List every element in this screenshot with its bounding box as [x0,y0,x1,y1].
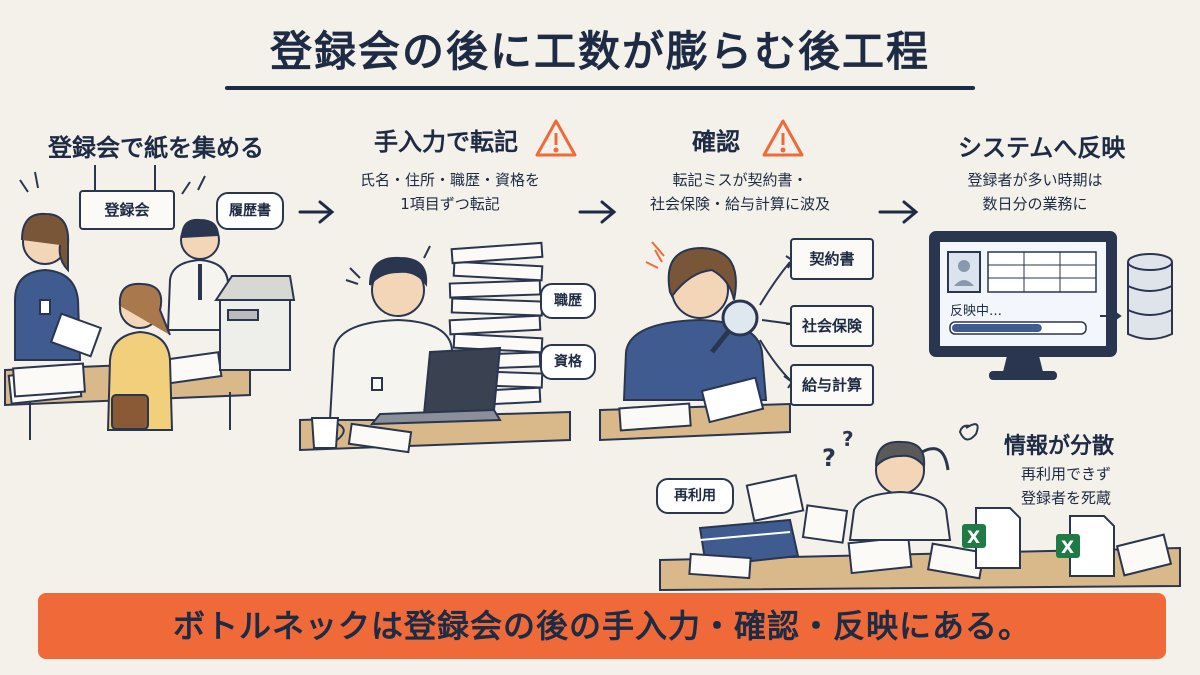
step-4-title: システムへ反映 [958,134,1126,162]
check-scene [599,241,794,442]
warning-icon [535,119,577,157]
data-entry-scene [299,241,571,454]
svg-text:?: ? [822,444,836,472]
scatter-scene: X X ? ? [659,423,1181,592]
resume-bubble: 履歴書 [216,192,284,230]
step-4-desc-line-2: 数日分の業務に [982,195,1088,213]
registration-sign: 登録会 [79,190,175,230]
reuse-bubble: 再利用 [656,478,734,514]
step-1-title: 登録会で紙を集める [48,134,264,162]
step-3-desc-line-2: 社会保険・給与計算に波及 [649,195,830,213]
step-3-title: 確認 [692,128,740,156]
step-4-desc-line-1: 登録者が多い時期は [967,171,1103,189]
svg-text:?: ? [842,427,854,451]
svg-text:X: X [967,528,980,548]
system-scene [929,231,1173,380]
qualification-bubble: 資格 [540,344,596,380]
page-title: 登録会の後に工数が膨らむ後工程 [269,27,930,76]
step-2-desc-line-2: 1項目ずつ転記 [400,195,500,213]
flow-arrows [298,200,919,224]
conclusion-text: ボトルネックは登録会の後の手入力・確認・反映にある。 [172,607,1031,645]
svg-text:X: X [1061,538,1074,558]
payroll-box: 給与計算 [790,364,874,406]
scatter-title: 情報が分散 [1004,434,1115,459]
registration-scene [4,165,296,440]
scatter-desc-line-1: 再利用できず [1020,465,1111,483]
social-insurance-box: 社会保険 [790,305,874,347]
work-history-bubble: 職歴 [540,283,596,319]
contract-box: 契約書 [790,238,874,280]
step-2-desc-line-1: 氏名・住所・職歴・資格を [359,171,540,189]
step-2-title: 手入力で転記 [374,128,518,156]
step-3-desc-line-1: 転記ミスが契約書・ [672,171,808,189]
title-underline [225,86,975,90]
warning-icon [762,119,804,157]
scatter-desc-line-2: 登録者を死蔵 [1020,489,1111,507]
conclusion-banner: ボトルネックは登録会の後の手入力・確認・反映にある。 [38,593,1166,659]
reflecting-status: 反映中… [950,304,1003,319]
